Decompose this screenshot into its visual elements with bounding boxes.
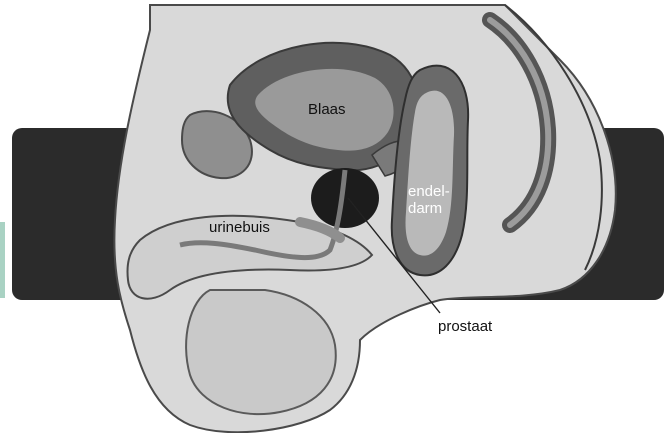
label-prostate: prostaat bbox=[438, 318, 492, 335]
label-bladder: Blaas bbox=[308, 101, 346, 118]
label-urethra: urinebuis bbox=[209, 219, 270, 236]
label-rectum: endel- darm bbox=[408, 183, 450, 217]
accent-strip bbox=[0, 222, 5, 298]
scrotum bbox=[186, 290, 336, 414]
